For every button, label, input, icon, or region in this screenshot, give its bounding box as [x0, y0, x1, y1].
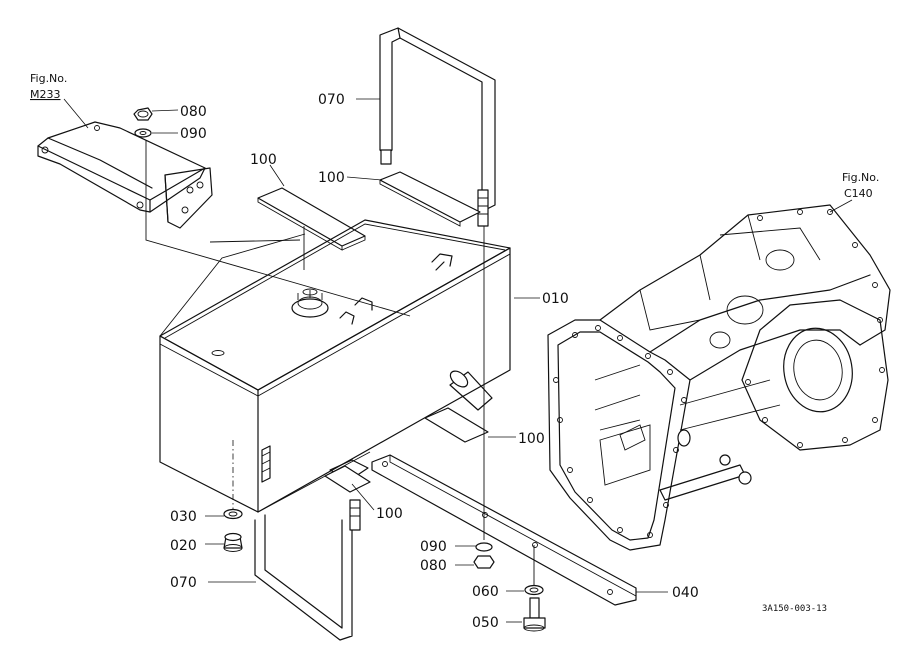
washer-060	[524, 584, 544, 596]
tank-strap-070-top	[356, 27, 496, 227]
label-030: 030	[170, 509, 197, 525]
rubber-pad-100-b	[346, 171, 481, 227]
ref-m233-line2: M233	[30, 88, 61, 101]
label-080-bottom: 080	[420, 558, 447, 574]
label-020: 020	[170, 538, 197, 554]
label-070-top: 070	[318, 92, 345, 108]
nut-080-top	[133, 107, 153, 121]
support-plate-040	[371, 454, 668, 606]
drawing-code: 3A150-003-13	[762, 604, 827, 614]
label-040: 040	[672, 585, 699, 601]
washer-030	[223, 508, 243, 520]
label-050: 050	[472, 615, 499, 631]
nut-080-bottom	[473, 555, 495, 569]
label-060: 060	[472, 584, 499, 600]
mounting-bracket-m233	[37, 98, 213, 229]
label-090-top: 090	[180, 126, 207, 142]
rubber-pad-100-d	[324, 465, 375, 511]
label-080-top: 080	[180, 104, 207, 120]
drain-plug-020	[223, 532, 243, 552]
label-100-b: 100	[318, 170, 345, 186]
fuel-tank-010	[159, 219, 540, 513]
ref-c140-line2: C140	[844, 187, 873, 200]
label-100-d: 100	[376, 506, 403, 522]
washer-090-bottom	[475, 542, 493, 552]
rubber-pad-100-c	[424, 407, 516, 443]
label-010: 010	[542, 291, 569, 307]
label-100-a: 100	[250, 152, 277, 168]
ref-c140-line1: Fig.No.	[842, 171, 879, 184]
rubber-pad-100-a	[257, 164, 366, 251]
washer-090-top	[134, 128, 152, 138]
label-070-bottom: 070	[170, 575, 197, 591]
tank-strap-070-bottom	[208, 499, 361, 641]
ref-m233-line1: Fig.No.	[30, 72, 67, 85]
bolt-050	[523, 597, 546, 632]
transmission-case-c140	[547, 199, 891, 551]
label-090-bottom: 090	[420, 539, 447, 555]
label-100-c: 100	[518, 431, 545, 447]
